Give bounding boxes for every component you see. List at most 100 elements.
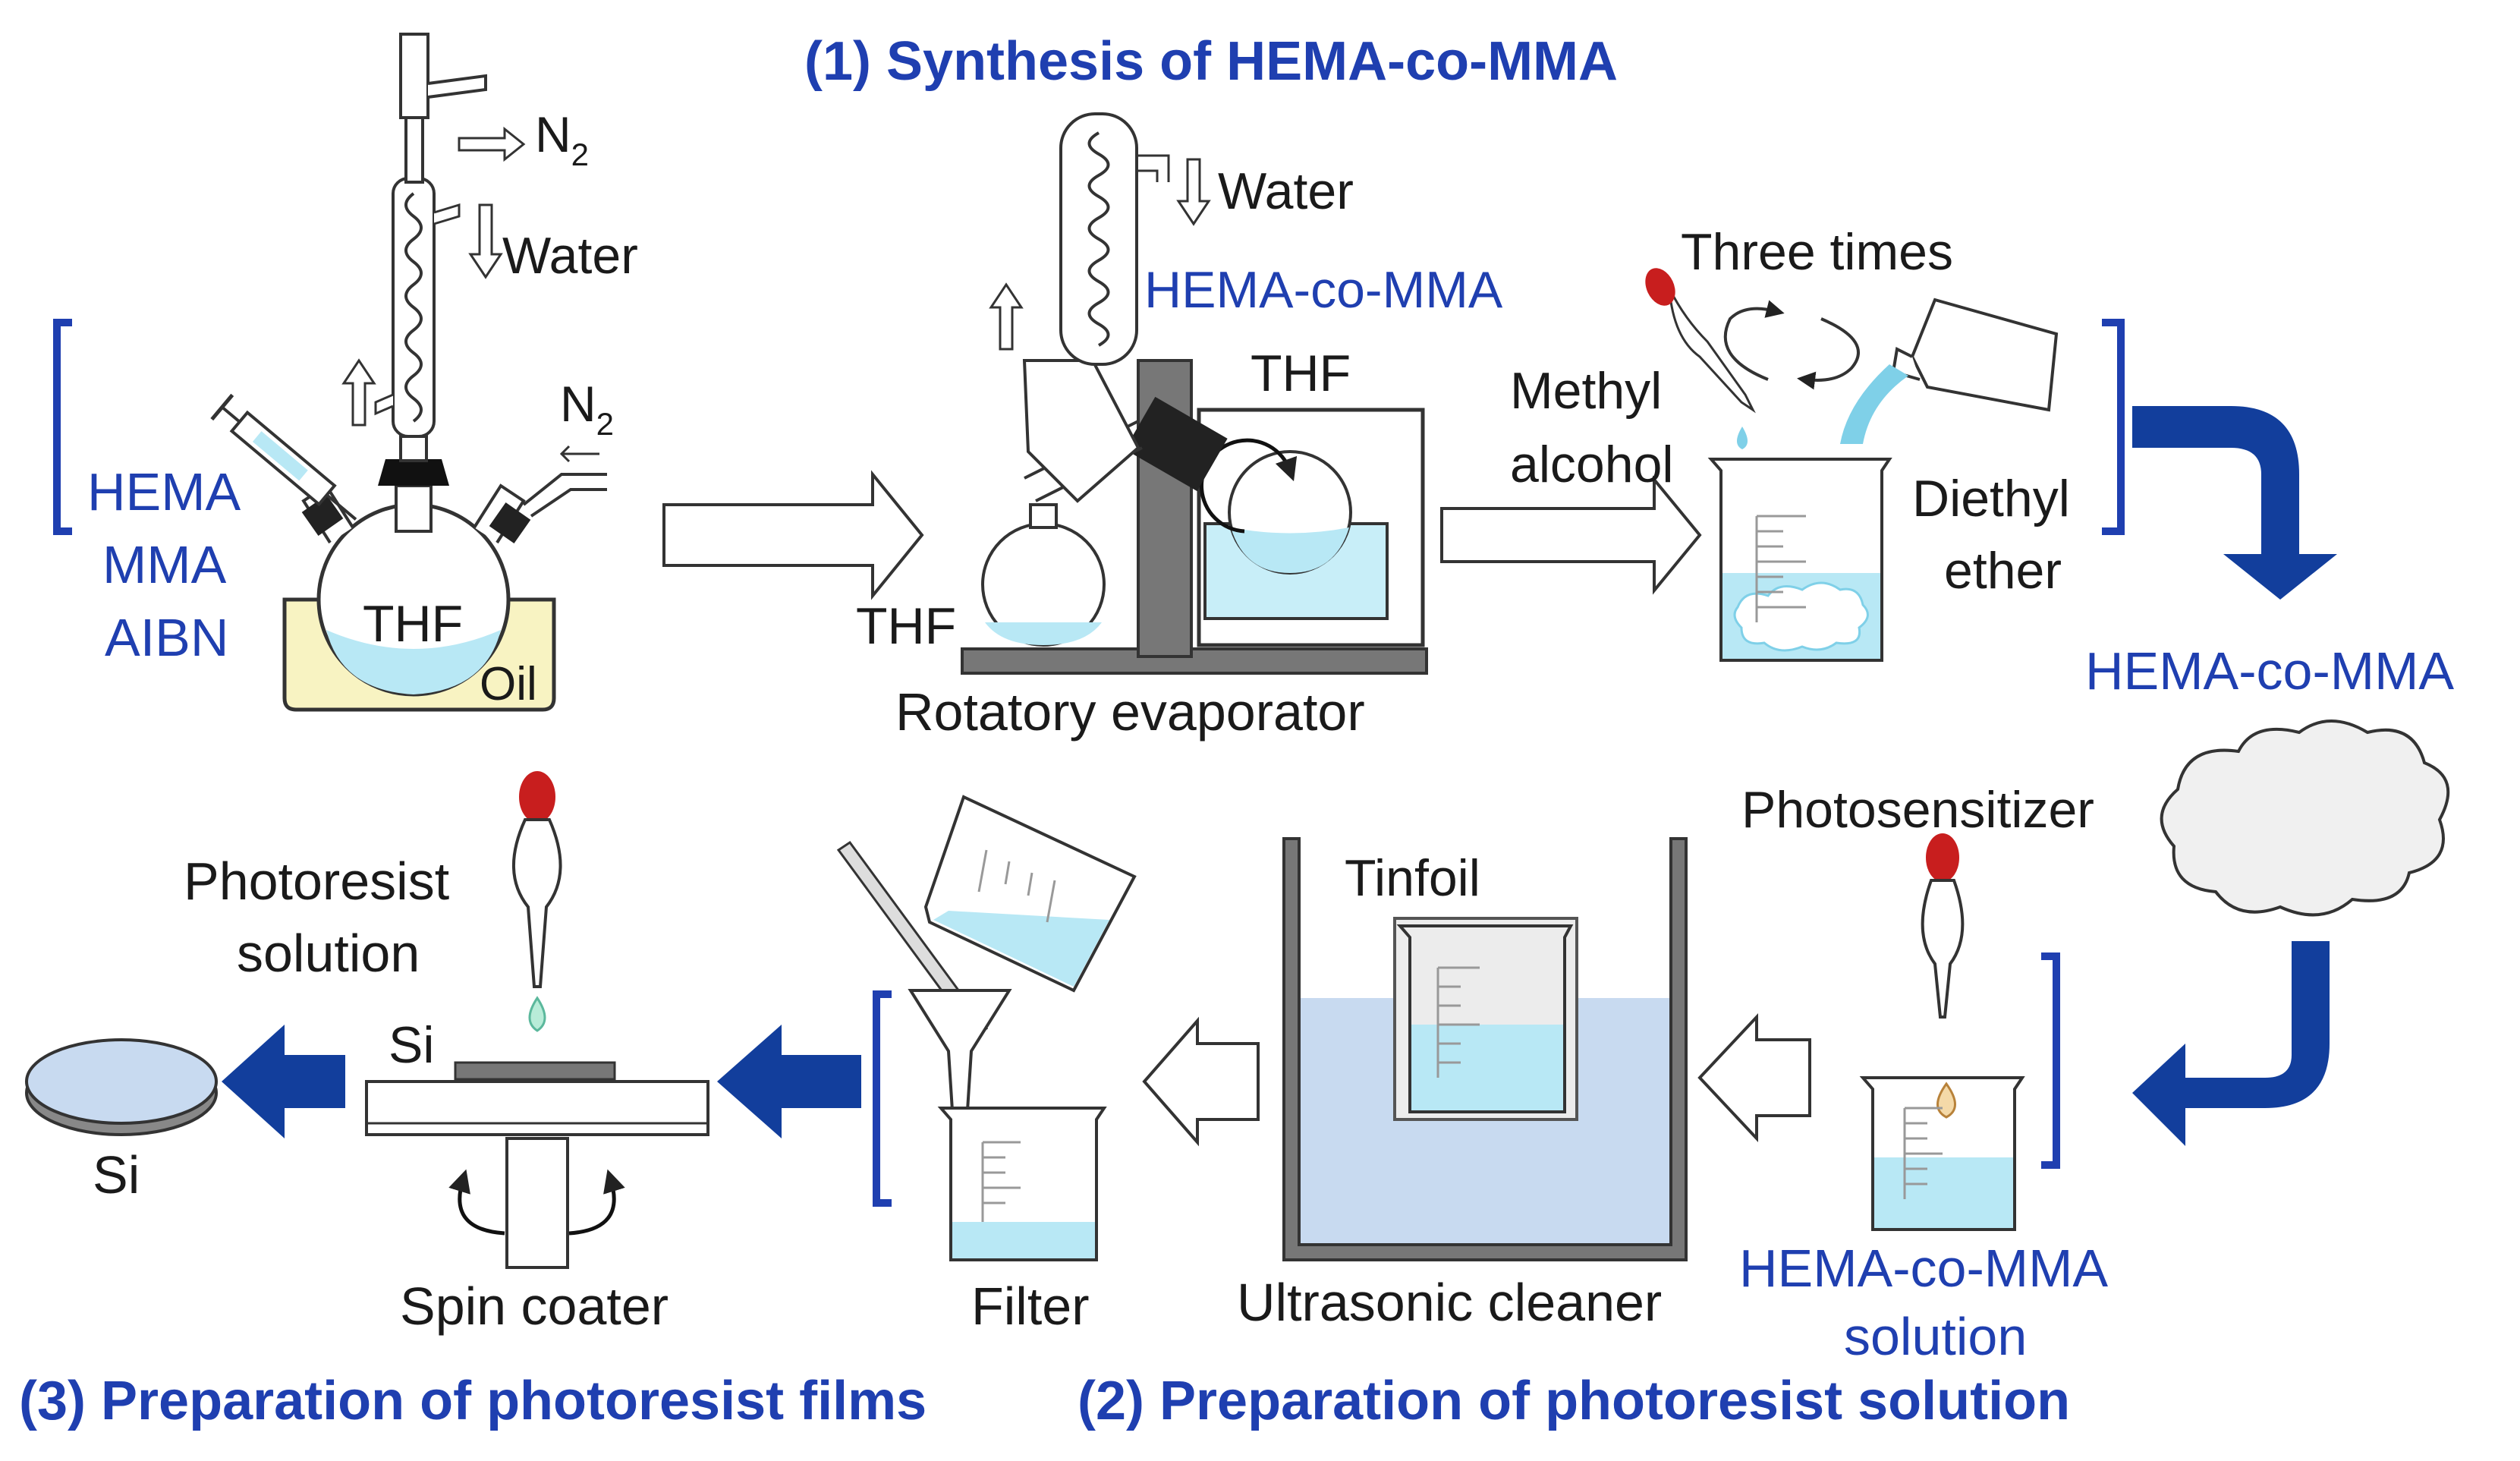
center-neck (395, 484, 433, 533)
film-preparation: Photoresist solution Si Spin coater (184, 771, 709, 1336)
condenser-top (399, 33, 429, 119)
si-wafer-on-coater (454, 1061, 616, 1081)
solution-bracket (2041, 952, 2060, 1169)
evaporator-base (961, 647, 1428, 675)
spin-coater-stage (365, 1080, 709, 1136)
evaporation-liquid (1231, 527, 1349, 573)
filter-label: Filter (971, 1277, 1090, 1336)
thf-collect-label: THF (856, 597, 956, 655)
precip-bracket (2102, 319, 2125, 535)
rotatory-evaporator: THF THF Water HEMA-co-MMA Rotatory evapo… (856, 112, 1503, 742)
evap-coil (1087, 131, 1110, 347)
condenser-neck (399, 435, 428, 462)
spin-coater-shaft (505, 1137, 569, 1269)
thf-bath-label: THF (1251, 345, 1351, 402)
evaporator-label: Rotatory evaporator (895, 682, 1365, 742)
drop-1 (1737, 427, 1748, 449)
pouring-liquid (933, 911, 1109, 987)
water-inlet-tube (433, 203, 461, 225)
n2-top-label: N2 (535, 106, 589, 172)
photoresist-dropper (512, 818, 562, 988)
center-joint (378, 459, 449, 486)
evap-up-arrow (989, 282, 1024, 351)
solution-label-2: solution (1844, 1307, 2027, 1366)
water-label-2: Water (1218, 162, 1354, 220)
cleaner-beaker-graduations (1436, 966, 1480, 1078)
water-outlet-tube (374, 393, 394, 416)
diethyl-ether-label-2: ether (1944, 542, 2062, 600)
blue-arrow-down-2 (2132, 941, 2330, 1146)
ether-bottle (1910, 298, 2059, 412)
precipitation-step: Methyl alcohol Three times Diethyl ether (1510, 223, 2125, 662)
spin-arrow-left (448, 1169, 505, 1236)
pouring-beaker-graduations (977, 849, 1056, 923)
wafer-top (25, 1038, 218, 1125)
filter-bracket (873, 990, 892, 1207)
solution-beaker-graduations (1903, 1107, 1943, 1199)
n2-outlet-tube (427, 74, 487, 99)
cleaner-beaker (1396, 924, 1574, 1113)
water-down-arrow-2 (1176, 158, 1211, 226)
reagent-aibn: AIBN (105, 608, 228, 667)
oil-label: Oil (480, 658, 537, 710)
condenser-top-tube (404, 112, 424, 184)
adapter-glass (1022, 359, 1140, 503)
ultrasonic-cleaner (1282, 837, 1688, 1261)
collection-liquid (985, 622, 1102, 645)
methyl-alcohol-label-2: alcohol (1510, 436, 1674, 493)
condenser-coil (404, 192, 423, 423)
reflux-apparatus: HEMA MMA AIBN THF Oil N2 (53, 33, 638, 712)
water-down-arrow-1 (468, 203, 503, 279)
photoresist-label-1: Photoresist (184, 852, 449, 911)
right-joint (489, 502, 531, 544)
si-coater-label: Si (389, 1016, 434, 1074)
syringe (210, 393, 357, 521)
three-times-label: Three times (1681, 223, 1953, 281)
cycle-arrow-2 (1797, 317, 1860, 390)
n2-inlet-tube (522, 473, 607, 518)
blue-arrow-left-1 (717, 1025, 861, 1138)
solution-liquid (1874, 1157, 2013, 1228)
si-wafer-label: Si (93, 1145, 140, 1204)
product-in-evap-label: HEMA-co-MMA (1144, 261, 1503, 319)
dropper-bulb (1645, 268, 1675, 306)
cycle-arrow-1 (1723, 300, 1785, 381)
collection-neck (1029, 503, 1058, 529)
flask-liquid (326, 630, 501, 694)
blue-arrow-down-1 (2132, 406, 2337, 600)
coated-si-wafer: Si (25, 1038, 218, 1204)
product-cloud (2160, 719, 2450, 917)
process-arrow-3 (1697, 1012, 1811, 1143)
process-arrow-2 (1440, 475, 1702, 595)
precipitate-cloud (1733, 581, 1869, 652)
filter-beaker-liquid (952, 1222, 1095, 1258)
evap-water-tube (1137, 154, 1170, 182)
beaker-graduations (1755, 515, 1806, 622)
header-step1: (1) Synthesis of HEMA-co-MMA (804, 31, 1618, 92)
process-arrow-4 (1142, 1016, 1260, 1147)
reagent-bracket (53, 319, 72, 535)
water-up-arrow-1 (341, 358, 376, 427)
evaporator-motor (1125, 396, 1228, 492)
process-arrow-1 (662, 470, 924, 600)
spin-coater-label: Spin coater (400, 1277, 669, 1336)
photosensitizer-label: Photosensitizer (1741, 781, 2094, 839)
header-step2: (2) Preparation of photoresist solution (1078, 1371, 2070, 1431)
methyl-alcohol-label-1: Methyl (1510, 362, 1662, 420)
dropper (1668, 288, 1756, 414)
thf-flask-label: THF (363, 595, 463, 653)
water-label-1: Water (502, 227, 638, 285)
tinfoil-label: Tinfoil (1345, 849, 1480, 907)
diethyl-ether-label-1: Diethyl (1912, 470, 2070, 527)
n2-side-arrow (559, 445, 599, 463)
solution-label-1: HEMA-co-MMA (1739, 1239, 2108, 1298)
filter-beaker-graduations (981, 1141, 1021, 1222)
cleaner-beaker-liquid (1411, 1025, 1563, 1110)
photosensitizer-dropper (1921, 879, 1965, 1019)
ether-stream (1840, 364, 1908, 444)
spin-arrow-right (568, 1169, 625, 1236)
photoresist-bulb (519, 771, 555, 823)
photoresist-drop (528, 996, 546, 1032)
n2-top-arrow (458, 126, 526, 162)
